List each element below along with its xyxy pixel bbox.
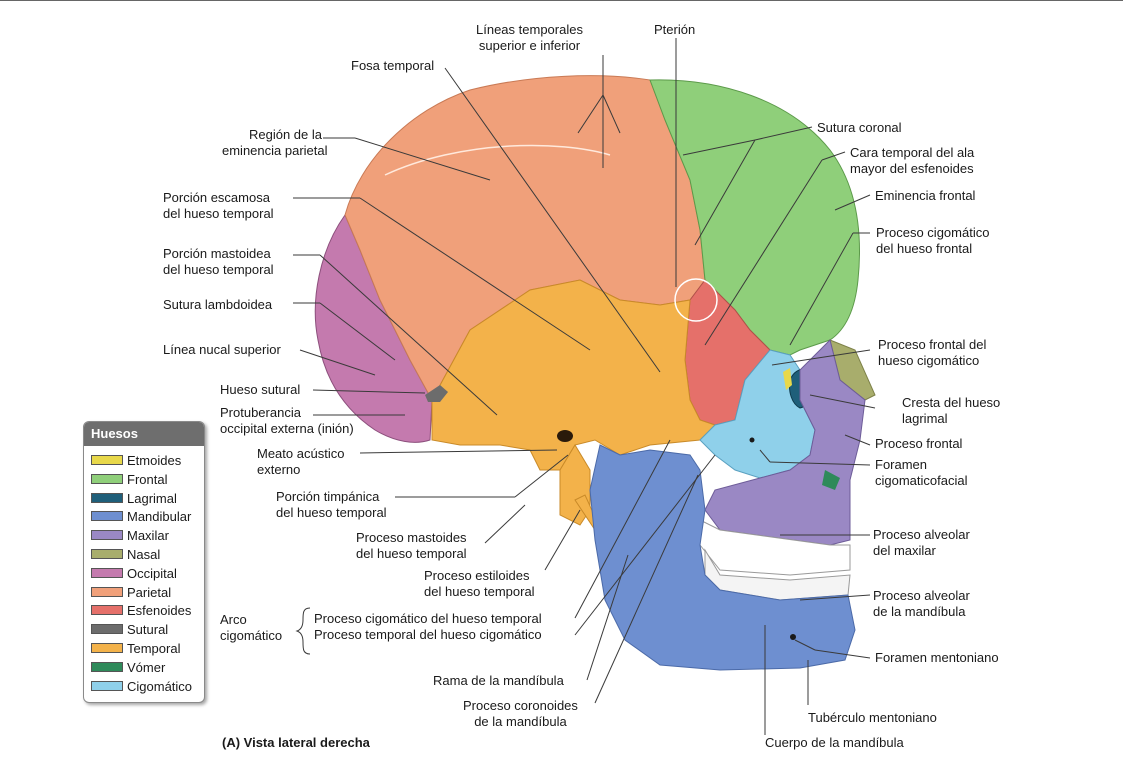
label-rama: Rama de la mandíbula: [433, 673, 564, 688]
legend-item: Esfenoides: [91, 602, 191, 620]
legend-swatch: [91, 455, 123, 466]
legend-item: Frontal: [91, 471, 167, 489]
legend-swatch: [91, 624, 123, 635]
temporal-lines: [384, 144, 611, 176]
frontal-bone: [649, 79, 861, 356]
legend-label: Etmoides: [127, 453, 182, 468]
vomer-bone: [822, 470, 840, 490]
legend-title: Huesos: [84, 422, 204, 446]
legend-label: Cigomático: [127, 678, 193, 694]
legend-item: Sutural: [91, 621, 168, 639]
top-border: [0, 0, 1123, 1]
mandible-bone: [589, 444, 856, 671]
legend-item: Vómer: [91, 659, 165, 677]
legend-label: Temporal: [127, 641, 181, 656]
legend-swatch: [91, 549, 123, 560]
legend-item: Nasal: [91, 546, 160, 564]
label-fosa-temporal: Fosa temporal: [351, 58, 435, 73]
zygomaticofacial-foramen: [749, 437, 755, 443]
legend-swatch: [91, 661, 123, 672]
label-foramen-mentoniano: Foramen mentoniano: [875, 650, 999, 665]
legend-label: Lagrimal: [127, 490, 177, 506]
leader-lines: [293, 38, 876, 735]
label-sutura-lambdoidea: Sutura lambdoidea: [163, 297, 273, 312]
label-tuberculo: Tubérculo mentoniano: [808, 710, 937, 725]
legend-label: Sutural: [127, 622, 169, 638]
legend-swatch: [91, 586, 123, 597]
legend-swatch: [91, 605, 123, 616]
label-eminencia-frontal: Eminencia frontal: [875, 188, 976, 203]
label-hueso-sutural: Hueso sutural: [220, 382, 301, 397]
temporal-bone: [431, 279, 716, 471]
sutural-bone: [425, 385, 448, 402]
legend-swatch: [91, 643, 123, 654]
occipital-bone: [314, 213, 433, 443]
acoustic-meatus: [557, 430, 573, 442]
ethmoid-bone: [783, 368, 792, 390]
legend-label: Nasal: [127, 547, 161, 562]
label-proceso-frontal: Proceso frontal: [875, 436, 963, 451]
legend-item: Lagrimal: [91, 490, 177, 508]
mental-foramen: [790, 634, 796, 640]
legend-item: Etmoides: [91, 452, 181, 470]
legend-label: Maxilar: [127, 528, 169, 544]
legend-swatch: [91, 530, 123, 541]
figure-caption: (A) Vista lateral derecha: [222, 735, 370, 750]
legend-label: Vómer: [127, 659, 166, 675]
label-cuerpo: Cuerpo de la mandíbula: [765, 735, 904, 750]
legend-item: Temporal: [91, 640, 180, 658]
legend-label: Frontal: [127, 471, 168, 487]
legend-item: Mandibular: [91, 508, 191, 526]
label-pterion: Pterión: [654, 22, 696, 37]
legend-label: Occipital: [127, 565, 177, 581]
pterion-circle: [674, 278, 718, 322]
legend-item: Occipital: [91, 565, 177, 583]
legend-item: Parietal: [91, 584, 171, 602]
legend-label: Parietal: [127, 584, 172, 600]
legend-item: Maxilar: [91, 527, 169, 545]
legend-swatch: [91, 680, 123, 691]
legend-label: Mandibular: [127, 509, 192, 525]
legend-swatch: [91, 492, 123, 503]
legend-item: Cigomático: [91, 678, 192, 696]
legend-swatch: [91, 567, 123, 578]
legend-swatch: [91, 511, 123, 522]
arco-brace: [295, 607, 311, 655]
label-linea-nucal: Línea nucal superior: [163, 342, 281, 357]
legend-label: Esfenoides: [127, 603, 192, 619]
label-sutura-coronal: Sutura coronal: [817, 120, 902, 135]
legend-swatch: [91, 473, 123, 484]
